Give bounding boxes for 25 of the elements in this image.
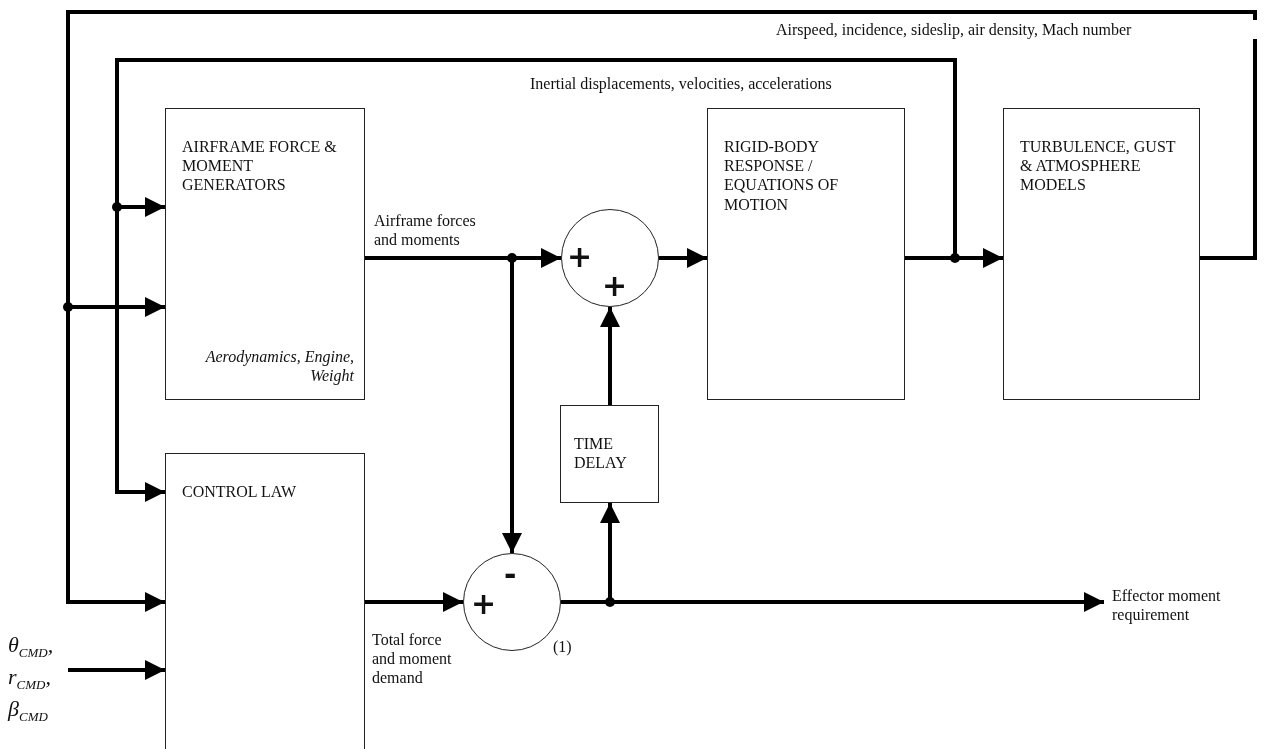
input-label: θ$_{CMD}$,: [8, 632, 54, 661]
block-box: [560, 405, 659, 503]
input-label: r$_{CMD}$,: [8, 664, 51, 693]
block-title: TURBULENCE, GUST & ATMOSPHERE MODELS: [1020, 137, 1177, 195]
signal-arrow: [600, 307, 620, 405]
block-box: [165, 108, 365, 400]
block-title: CONTROL LAW: [182, 482, 298, 502]
signal-arrow: [659, 248, 707, 268]
plus-sign: +: [602, 271, 628, 301]
block-title: TIME DELAY: [574, 434, 628, 473]
output-label: Effector moment requirement: [1112, 586, 1222, 625]
block-box: [165, 453, 365, 749]
signal-arrow: [68, 660, 165, 680]
signal-arrow: [561, 592, 1104, 612]
block-note: Aerodynamics, Engine, Weight: [204, 346, 354, 385]
block-box: [1003, 108, 1200, 400]
signal-arrow: [365, 592, 463, 612]
block-title: RIGID-BODY RESPONSE / EQUATIONS OF MOTION: [724, 137, 840, 214]
minus-sign: -: [504, 560, 517, 590]
signal-arrow: [115, 58, 957, 502]
plus-sign: +: [471, 589, 497, 619]
block-box: [707, 108, 905, 400]
input-label: β$_{CMD}$: [8, 696, 48, 725]
block-title: AIRFRAME FORCE & MOMENT GENERATORS: [182, 137, 338, 195]
plus-sign: +: [567, 242, 593, 272]
